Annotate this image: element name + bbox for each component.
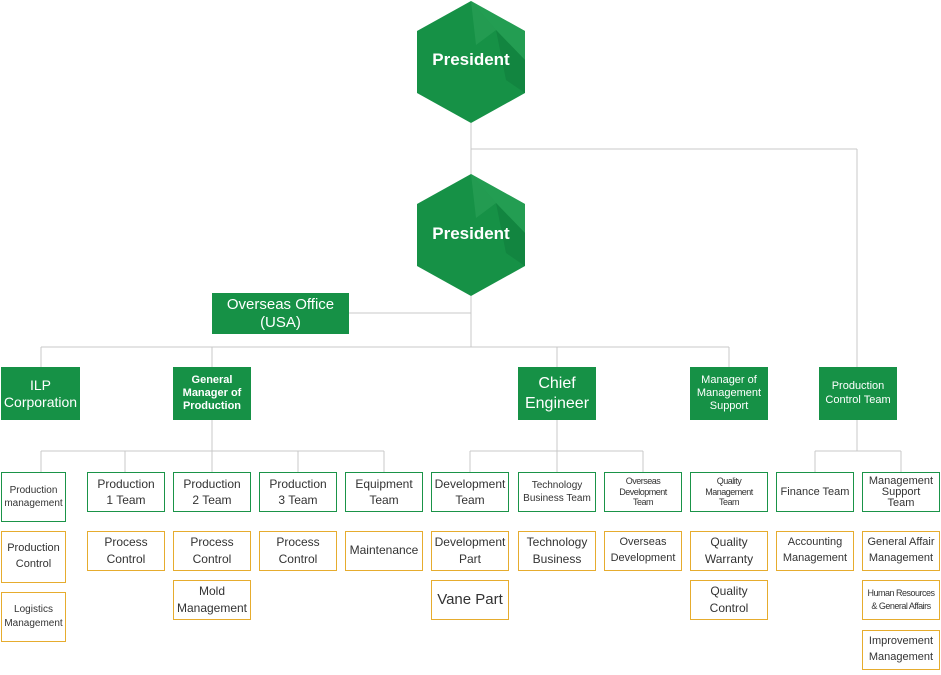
unit-label: Mold Management [176, 583, 248, 615]
division-label: Manager of Management Support [696, 373, 762, 413]
unit-label: Maintenance [349, 543, 419, 558]
unit-quality-control: Quality Control [690, 580, 768, 620]
team-production-3: Production 3 Team [259, 472, 337, 512]
overseas-office-label: Overseas Office (USA) [226, 295, 335, 331]
team-label: Technology Business Team [523, 479, 591, 505]
unit-accounting-management: Accounting Management [776, 531, 854, 571]
unit-general-affair-management: General Affair Management [862, 531, 940, 571]
unit-label: Logistics Management [4, 603, 63, 630]
team-label: Quality Management Team [705, 475, 753, 508]
team-development: Development Team [431, 472, 509, 512]
team-management-support: Management Support Team [862, 472, 940, 512]
unit-hr-general-affairs: Human Resources & General Affairs [862, 580, 940, 620]
team-label: Production 2 Team [183, 476, 241, 507]
unit-development-part: Development Part [431, 531, 509, 571]
unit-overseas-development: Overseas Development [604, 531, 682, 571]
division-label: ILP Corporation [3, 376, 78, 410]
team-label: Development Team [434, 476, 506, 507]
team-production-management: Production management [1, 472, 66, 522]
team-label: Production 3 Team [269, 476, 327, 507]
team-technology-business: Technology Business Team [518, 472, 596, 512]
unit-process-control-1: Process Control [87, 531, 165, 571]
unit-label: Technology Business [526, 534, 588, 566]
team-finance: Finance Team [776, 472, 854, 512]
unit-label: Vane Part [437, 591, 503, 609]
team-label: Production management [4, 484, 63, 510]
division-label: General Manager of Production [182, 373, 242, 413]
team-production-2: Production 2 Team [173, 472, 251, 512]
team-label: Overseas Development Team [619, 475, 667, 508]
president-label: President [432, 224, 510, 243]
division-label: Production Control Team [825, 380, 891, 406]
unit-label: Development Part [434, 534, 506, 566]
unit-process-control-2: Process Control [173, 531, 251, 571]
division-ilp-corporation: ILP Corporation [1, 367, 80, 420]
team-equipment: Equipment Team [345, 472, 423, 512]
division-label: Chief Engineer [524, 375, 590, 412]
unit-label: General Affair Management [867, 536, 935, 564]
unit-label: Accounting Management [782, 536, 848, 564]
division-manager-management-support: Manager of Management Support [690, 367, 768, 420]
team-label: Finance Team [780, 485, 850, 498]
division-production-control-team: Production Control Team [819, 367, 897, 420]
division-gm-production: General Manager of Production [173, 367, 251, 420]
team-production-1: Production 1 Team [87, 472, 165, 512]
team-label: Production 1 Team [97, 476, 155, 507]
hexagon-shape-icon [417, 174, 525, 296]
unit-label: Process Control [190, 534, 234, 566]
unit-vane-part: Vane Part [431, 580, 509, 620]
president-top-label: President [432, 50, 510, 69]
unit-label: Process Control [276, 534, 320, 566]
unit-quality-warranty: Quality Warranty [690, 531, 768, 571]
president-node: President [416, 173, 526, 297]
unit-process-control-3: Process Control [259, 531, 337, 571]
unit-technology-business: Technology Business [518, 531, 596, 571]
unit-label: Process Control [104, 534, 148, 566]
unit-label: Production Control [7, 542, 60, 570]
team-quality-management: Quality Management Team [690, 472, 768, 512]
unit-label: Overseas Development [610, 536, 676, 564]
unit-label: Human Resources & General Affairs [867, 587, 935, 612]
unit-improvement-management: Improvement Management [862, 630, 940, 670]
unit-label: Quality Control [709, 583, 749, 615]
team-overseas-development: Overseas Development Team [604, 472, 682, 512]
overseas-office-box: Overseas Office (USA) [212, 293, 349, 334]
hexagon-shape-icon [417, 1, 525, 123]
unit-mold-management: Mold Management [173, 580, 251, 620]
president-top-node: President [416, 0, 526, 124]
unit-label: Improvement Management [868, 635, 934, 663]
division-chief-engineer: Chief Engineer [518, 367, 596, 420]
unit-production-control: Production Control [1, 531, 66, 583]
team-label: Equipment Team [355, 476, 413, 507]
unit-logistics-management: Logistics Management [1, 592, 66, 642]
team-label: Management Support Team [868, 474, 934, 509]
unit-label: Quality Warranty [704, 534, 754, 566]
unit-maintenance: Maintenance [345, 531, 423, 571]
